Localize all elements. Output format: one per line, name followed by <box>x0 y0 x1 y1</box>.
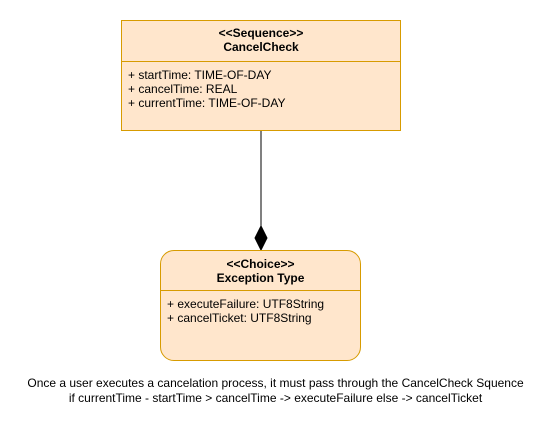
note-line-2: if currentTime - startTime > cancelTime … <box>68 391 483 405</box>
exception-type-choice-class[interactable]: <<Choice>> Exception Type + executeFailu… <box>160 250 361 361</box>
class-name: Exception Type <box>216 271 305 285</box>
attribute-execute-failure: + executeFailure: UTF8String <box>167 297 325 311</box>
attribute-cancel-time: + cancelTime: REAL <box>128 82 238 96</box>
class-stereotype: <<Choice>> <box>226 257 295 271</box>
attribute-cancel-ticket: + cancelTicket: UTF8String <box>167 311 312 325</box>
class-divider <box>161 290 360 291</box>
class-divider <box>122 61 400 62</box>
class-attributes: + executeFailure: UTF8String + cancelTic… <box>161 291 360 325</box>
class-header: <<Sequence>> CancelCheck <box>122 21 400 61</box>
attribute-start-time: + startTime: TIME-OF-DAY <box>128 68 272 82</box>
composition-diamond-icon <box>254 224 268 252</box>
class-stereotype: <<Sequence>> <box>218 26 304 40</box>
class-attributes: + startTime: TIME-OF-DAY + cancelTime: R… <box>122 62 400 110</box>
diagram-note: Once a user executes a cancelation proce… <box>0 376 551 406</box>
attribute-current-time: + currentTime: TIME-OF-DAY <box>128 96 286 110</box>
class-name: CancelCheck <box>223 40 299 54</box>
class-header: <<Choice>> Exception Type <box>161 251 360 290</box>
note-line-1: Once a user executes a cancelation proce… <box>27 376 524 390</box>
cancelcheck-sequence-class[interactable]: <<Sequence>> CancelCheck + startTime: TI… <box>121 20 401 131</box>
